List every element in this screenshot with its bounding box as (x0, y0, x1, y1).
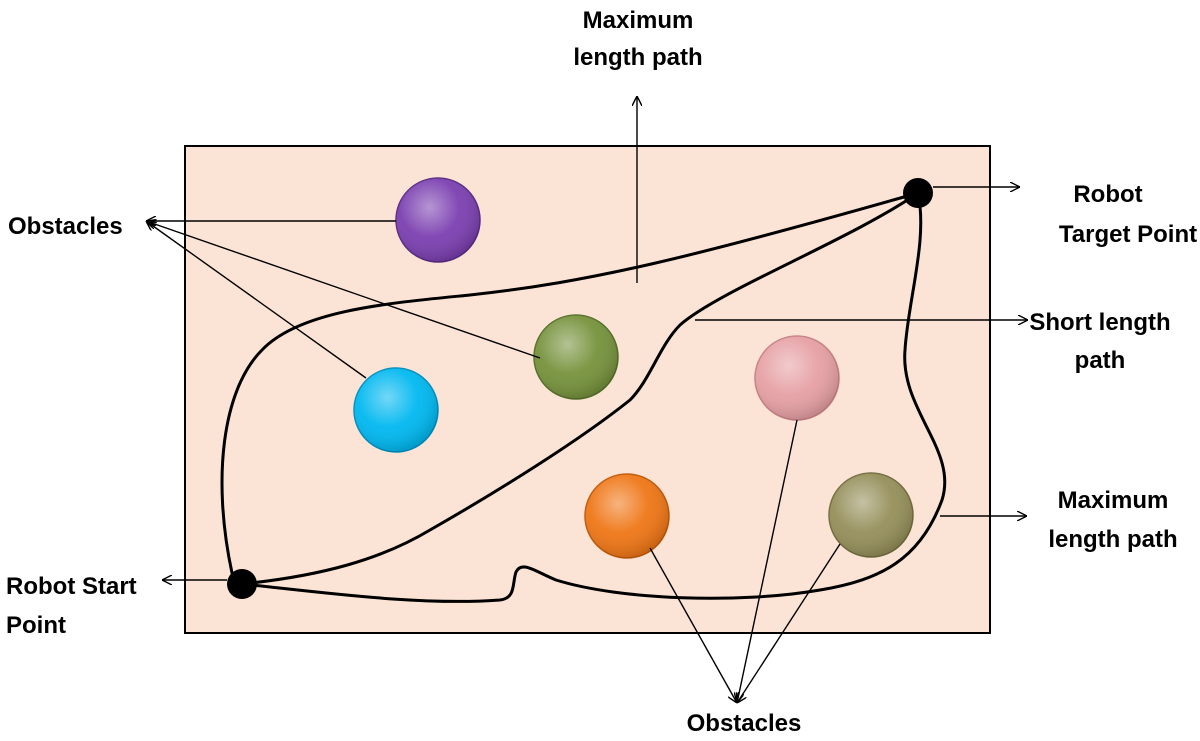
label-top-max-path-1: Maximum (583, 7, 694, 34)
obstacle-green-shine (534, 315, 618, 399)
label-right-max-path-1: Maximum (1058, 487, 1169, 514)
annotation-arrows (146, 96, 1028, 703)
label-target-1: Robot (1073, 181, 1142, 208)
label-target-2: Target Point (1059, 221, 1197, 248)
robot-start-point-marker (227, 569, 257, 599)
label-short-path-1: Short length (1029, 309, 1170, 336)
label-top-max-path-2: length path (573, 44, 702, 71)
label-start-2: Point (6, 612, 66, 639)
obstacle-cyan-shine (354, 368, 438, 452)
labels-group: Maximum length path Obstacles Robot Targ… (6, 7, 1197, 737)
arrow-obstacles-orange (649, 547, 737, 703)
max-length-path-upper (220, 191, 920, 575)
label-start-1: Robot Start (6, 573, 137, 600)
obstacle-orange-shine (585, 474, 669, 558)
arrow-obstacles-pink (737, 419, 798, 703)
arrow-obstacles-green (146, 221, 541, 359)
label-short-path-2: path (1075, 347, 1126, 374)
obstacles-group (353, 177, 914, 559)
arrow-obstacles-olive (737, 543, 841, 703)
obstacle-olive-shine (829, 473, 913, 557)
paths-group (220, 191, 947, 603)
obstacle-pink-shine (755, 336, 839, 420)
label-obstacles-left: Obstacles (8, 213, 123, 240)
arrow-obstacles-cyan (146, 221, 367, 379)
robot-target-point-marker (903, 178, 933, 208)
label-obstacles-bottom: Obstacles (687, 710, 802, 737)
max-length-path-lower (240, 191, 947, 603)
obstacle-purple-shine (396, 178, 480, 262)
short-length-path (240, 191, 920, 586)
label-right-max-path-2: length path (1048, 526, 1177, 553)
